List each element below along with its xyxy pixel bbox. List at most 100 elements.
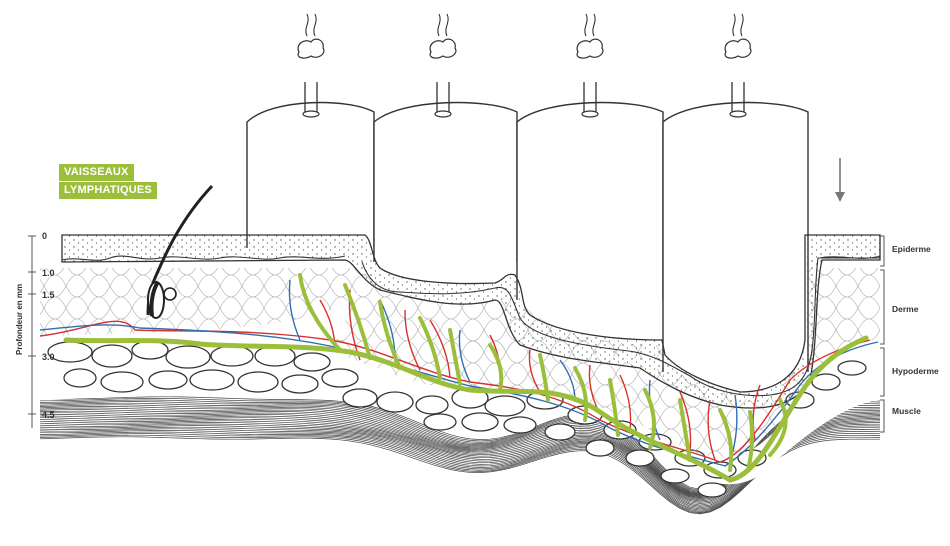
layer-label-dermis: Derme <box>892 304 919 314</box>
layer-brackets <box>880 235 885 433</box>
fat-lobule <box>321 368 359 388</box>
fat-lobule <box>342 388 378 408</box>
vein-branch <box>458 329 471 383</box>
lymphatic-branch <box>573 366 589 422</box>
lymphatic-branch <box>418 316 442 380</box>
depth-axis <box>28 235 36 428</box>
artery-branch <box>429 319 451 379</box>
fat-lobule <box>165 345 211 369</box>
fat-lobule <box>811 373 841 391</box>
fat-lobule <box>210 345 254 367</box>
cup-body <box>373 101 518 262</box>
veins <box>39 279 879 467</box>
lymphatic-branch <box>298 273 342 352</box>
artery-branch <box>707 399 716 461</box>
air-lines <box>305 13 317 37</box>
fat-lobule <box>837 360 867 376</box>
artery-branch <box>528 349 541 393</box>
lymphatic-branch <box>768 398 788 457</box>
air-puff <box>724 38 752 59</box>
cup-stem-opening <box>729 110 747 118</box>
basal-membrane-right <box>819 255 881 259</box>
artery-main <box>39 320 871 463</box>
artery-branch <box>404 309 421 371</box>
suction-cup-icon <box>246 13 375 248</box>
fat-lobule <box>63 368 97 388</box>
arteries <box>39 289 871 463</box>
fat-lobule <box>461 412 499 432</box>
fat-lobules <box>47 340 867 498</box>
lymphatic-vessels-callout: VAISSEAUX LYMPHATIQUES <box>59 164 165 200</box>
tick-3-0: 3.0 <box>42 352 55 362</box>
callout-line-1: VAISSEAUX <box>59 164 134 181</box>
muscle-fiber-line <box>39 428 881 510</box>
suction-cup-icon <box>373 13 518 262</box>
cup-body <box>662 101 809 372</box>
fat-lobule <box>484 395 526 417</box>
hair-follicle <box>146 184 214 319</box>
lymphatic-main <box>63 335 869 483</box>
fat-lobule <box>91 344 133 368</box>
depth-axis-label: Profondeur en mm <box>15 284 24 355</box>
lymphatic-branch <box>718 408 734 472</box>
lymphatic-branch <box>343 283 372 360</box>
lymphatic-branch <box>488 343 504 392</box>
muscle-fiber-line <box>39 436 880 515</box>
epidermis-band <box>61 234 881 409</box>
fat-lobule <box>131 340 169 360</box>
suction-cup-icon <box>516 13 664 300</box>
fat-lobule <box>237 371 279 393</box>
fat-lobule <box>293 352 331 372</box>
tick-0: 0 <box>42 231 47 241</box>
tick-1-5: 1.5 <box>42 290 55 300</box>
muscle-fiber-line <box>39 430 881 511</box>
layer-label-hypodermis: Hypoderme <box>892 366 939 376</box>
cup-stem <box>304 82 318 114</box>
fat-lobule <box>660 468 690 484</box>
air-lines <box>732 13 744 37</box>
lymphatic-branch <box>538 353 550 402</box>
dermis-mesh-left <box>40 268 665 360</box>
cup-stem-opening <box>302 110 320 118</box>
vein-branch <box>288 279 301 341</box>
lymphatic-vessels <box>63 273 869 483</box>
tick-4-5: 4.5 <box>42 410 55 420</box>
cup-body <box>246 101 375 248</box>
callout-line-2: LYMPHATIQUES <box>59 182 157 199</box>
cup-stem <box>436 82 450 114</box>
fat-lobule <box>148 370 188 390</box>
suction-cup-icon <box>662 13 809 372</box>
basal-membrane-suction <box>361 257 880 397</box>
basal-membrane <box>61 255 346 261</box>
lymphatic-branch <box>448 328 462 386</box>
tick-1-0: 1.0 <box>42 268 55 278</box>
lymphatic-branch <box>643 388 656 450</box>
lymphatic-branch <box>608 378 620 437</box>
fat-lobule <box>415 395 449 415</box>
muscle-fiber-line <box>39 423 880 506</box>
muscle-fiber-line <box>39 426 881 509</box>
layer-label-muscle: Muscle <box>892 406 921 416</box>
down-arrow-icon <box>835 158 845 202</box>
artery-branch <box>752 384 761 441</box>
cup-stem-opening <box>581 110 599 118</box>
suction-cups <box>246 13 809 372</box>
fat-lobule <box>585 439 615 457</box>
muscle-fiber-line <box>39 433 881 513</box>
layer-label-epidermis: Epiderme <box>892 244 931 254</box>
cup-stem-opening <box>434 110 452 118</box>
fat-lobule <box>423 413 457 431</box>
fat-lobule <box>281 374 319 394</box>
fat-lobule <box>503 416 537 434</box>
depth-ticks: 0 1.0 1.5 3.0 4.5 <box>42 231 55 420</box>
fat-lobule <box>544 423 576 441</box>
vein-main <box>39 324 879 467</box>
muscle-fiber-line <box>39 425 881 507</box>
muscle-fiber-line <box>40 431 881 512</box>
artery-branch <box>619 374 632 431</box>
muscle-fiber-line <box>39 434 881 514</box>
lymphatic-branch <box>746 410 755 472</box>
fat-lobule <box>189 369 235 391</box>
lymphatic-branch <box>378 300 402 370</box>
air-lines <box>437 13 449 37</box>
